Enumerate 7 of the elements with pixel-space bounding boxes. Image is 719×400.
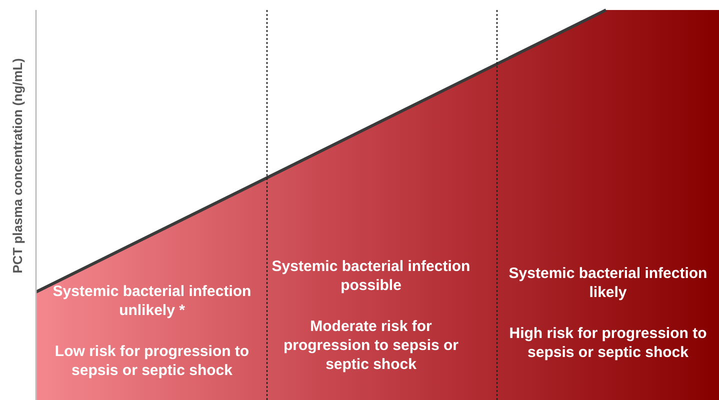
zone-text: High risk for progression to sepsis or septic shock [508, 324, 708, 362]
zone-text: Systemic bacterial infection possible [271, 257, 471, 295]
zone-text: Moderate risk for progression to sepsis or septic shock [282, 317, 460, 374]
zone-text: Systemic bacterial infection unlikely * [52, 282, 252, 320]
axis-title: PCT plasma concentration (ng/mL) [9, 56, 26, 276]
zone-text: Systemic bacterial infection likely [508, 264, 708, 302]
zone-text: Low risk for progression to sepsis or septic shock [54, 342, 250, 380]
